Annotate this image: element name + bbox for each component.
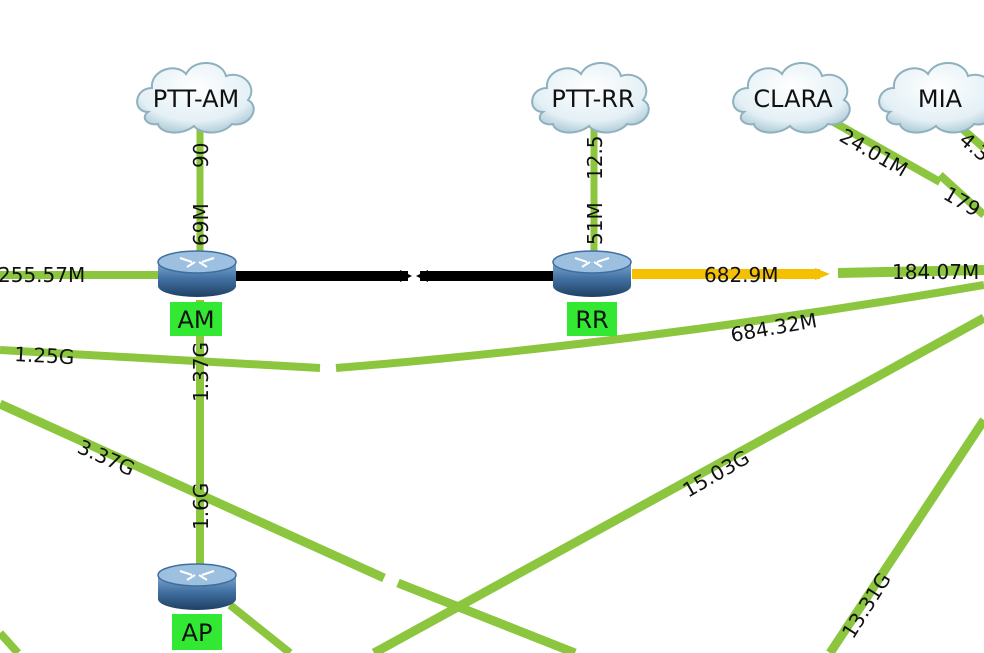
link-label-rr-east-a: 682.9M <box>704 263 779 287</box>
router-icon <box>157 563 237 610</box>
link-label-ptt-am-bottom: 69M <box>189 203 213 246</box>
link-label-ptt-rr-bottom: 51M <box>583 202 607 245</box>
link-label-rr-east-b: 184.07M <box>892 260 979 284</box>
router-label-am: AM <box>177 306 214 334</box>
router-rr[interactable]: RR <box>552 250 632 336</box>
cloud-label-ptt-rr: PTT-RR <box>551 85 634 113</box>
link-diag-right[interactable] <box>371 314 984 653</box>
router-icon <box>157 250 237 297</box>
router-label-ap: AP <box>182 619 213 647</box>
link-label-ptt-am-top: 90 <box>189 143 213 168</box>
link-label-mia-out-a: 179 <box>940 182 984 222</box>
router-icon <box>552 250 632 297</box>
cloud-icon <box>531 62 650 134</box>
link-rr-east-green[interactable] <box>837 265 984 278</box>
link-label-diag-right: 15.03G <box>679 445 754 502</box>
cloud-label-ptt-am: PTT-AM <box>153 85 239 113</box>
link-diag-far-right[interactable] <box>826 417 984 653</box>
cloud-ptt-am[interactable]: PTT-AM <box>136 62 255 134</box>
cloud-icon <box>878 62 984 134</box>
link-long-east[interactable] <box>0 346 321 372</box>
link-label-long-east-a: 1.25G <box>14 342 75 369</box>
router-label-rr: RR <box>575 306 608 334</box>
link-mia-out[interactable] <box>937 172 984 218</box>
link-ap-out[interactable] <box>227 601 293 653</box>
cloud-icon <box>732 62 851 134</box>
cloud-icon <box>136 62 255 134</box>
router-ap[interactable]: AP <box>157 563 237 650</box>
link-left-bottom[interactable] <box>0 630 21 653</box>
router-tag <box>172 614 222 650</box>
cloud-mia[interactable]: MIA <box>878 62 984 134</box>
link-label-diag-left: 3.37G <box>74 435 139 481</box>
router-am[interactable]: AM <box>157 250 237 336</box>
link-label-long-east-b: 684.32M <box>729 308 819 347</box>
link-clara-out[interactable] <box>828 116 942 186</box>
link-label-clara-out: 24.01M <box>836 124 913 182</box>
link-label-mia-out-b: 4.3 <box>955 127 984 166</box>
link-label-am-ap-bottom: 1.6G <box>189 483 213 530</box>
router-tag <box>170 302 222 336</box>
cloud-ptt-rr[interactable]: PTT-RR <box>531 62 650 134</box>
link-diag-left[interactable] <box>0 399 386 583</box>
cloud-label-clara: CLARA <box>753 85 833 113</box>
link-label-left-am: 255.57M <box>0 263 85 287</box>
cloud-clara[interactable]: CLARA <box>732 62 851 134</box>
link-label-ptt-rr-top: 12.5 <box>583 135 607 180</box>
link-label-am-ap-top: 1.37G <box>189 342 213 402</box>
router-tag <box>567 302 617 336</box>
link-label-diag-far-right: 13.31G <box>837 568 896 642</box>
cloud-label-mia: MIA <box>918 85 963 113</box>
